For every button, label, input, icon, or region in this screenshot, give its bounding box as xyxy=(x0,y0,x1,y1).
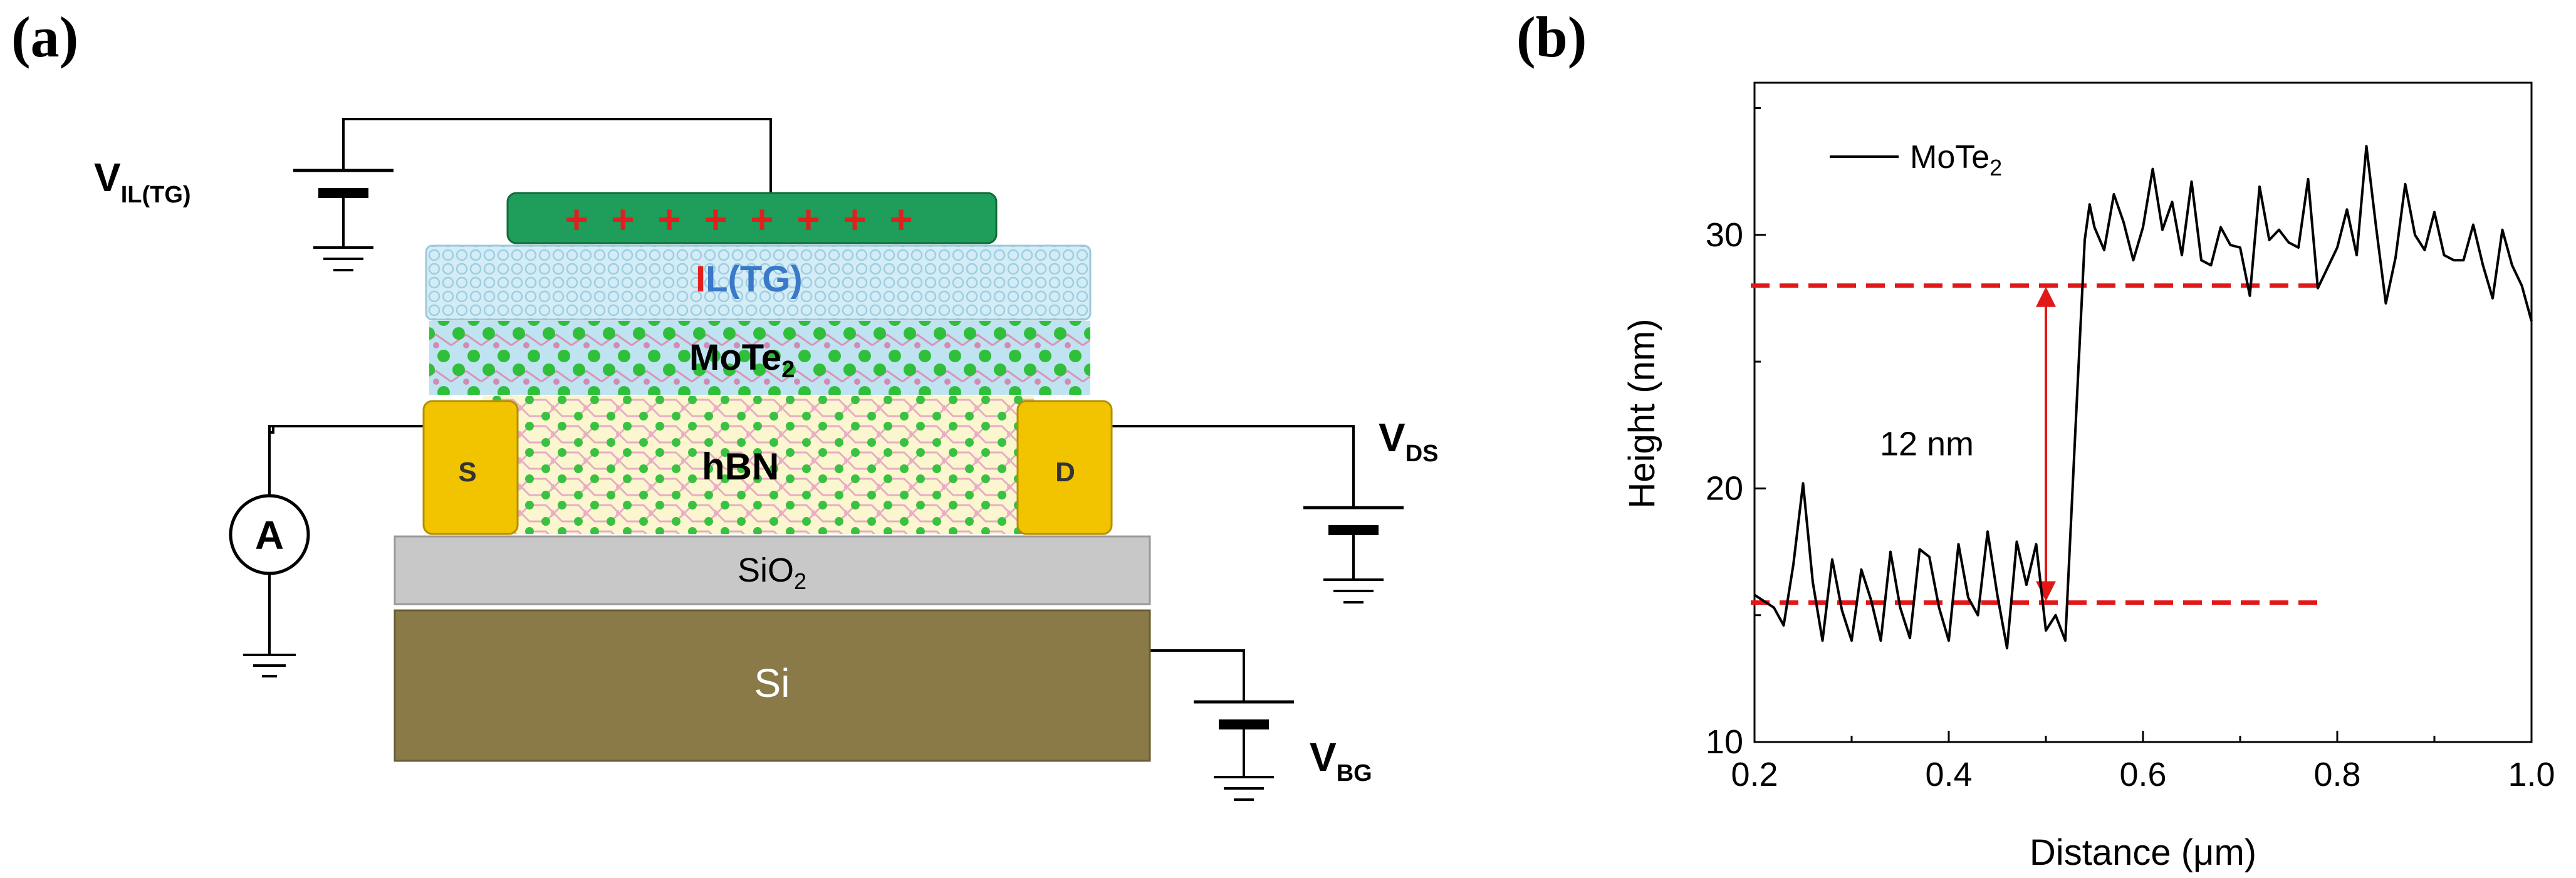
x-axis: 0.2 0.4 0.6 0.8 1.0 xyxy=(1731,731,2555,793)
v-bg-label: VBG xyxy=(1310,734,1372,787)
plus-sign: + xyxy=(704,197,727,242)
source-label: S xyxy=(458,457,476,488)
back-gate-wire xyxy=(1144,649,1245,702)
mote2-label: MoTe2 xyxy=(689,337,795,383)
v-il-tg-label: VIL(TG) xyxy=(94,155,191,208)
back-gate-battery xyxy=(1194,700,1294,801)
plus-sign: + xyxy=(796,197,820,242)
top-gate-battery xyxy=(293,169,394,271)
circuit-wires xyxy=(268,118,1355,702)
legend-label: MoTe2 xyxy=(1910,139,2002,180)
y-tick-label: 10 xyxy=(1706,723,1743,761)
legend: MoTe2 xyxy=(1830,139,2002,180)
top-gate-wire xyxy=(342,118,772,194)
si-label: Si xyxy=(754,661,790,706)
panel-a-label: (a) xyxy=(11,5,78,69)
drain-battery xyxy=(1303,506,1404,604)
plus-sign: + xyxy=(889,197,912,242)
ammeter: A xyxy=(229,494,310,575)
x-tick-label: 0.4 xyxy=(1925,756,1972,793)
arrow-head-down xyxy=(2036,581,2056,602)
y-axis-label: Height (nm) xyxy=(1622,319,1662,509)
source-wire xyxy=(268,425,424,496)
drain-wire xyxy=(1103,425,1355,508)
height-arrow xyxy=(2036,286,2056,602)
drain-contact: D xyxy=(1016,400,1113,535)
plot-frame xyxy=(1753,81,2533,743)
panel-b: (b) 0.2 0.4 0.6 0.8 1.0 10 20 30 12 nm MoTe2 D… xyxy=(1516,5,2555,873)
plus-sign: + xyxy=(750,197,773,242)
plus-sign: + xyxy=(565,197,588,242)
mote2-layer: MoTe2 xyxy=(429,321,1090,395)
x-tick-label: 0.6 xyxy=(2119,756,2166,793)
series-line-mote2 xyxy=(1753,145,2533,650)
il-tg-label: IL(TG) xyxy=(696,259,803,300)
plus-signs: + + + + + + + + xyxy=(565,197,912,242)
plus-sign: + xyxy=(611,197,634,242)
plus-sign: + xyxy=(657,197,681,242)
source-contact: S xyxy=(422,400,519,535)
x-tick-label: 0.2 xyxy=(1731,756,1778,793)
reference-lines xyxy=(1751,283,2318,605)
x-tick-label: 1.0 xyxy=(2508,756,2555,793)
sio2-label: SiO2 xyxy=(738,551,806,594)
ionic-liquid-layer: IL(TG) xyxy=(425,244,1092,321)
y-tick-label: 30 xyxy=(1706,216,1743,254)
ammeter-label: A xyxy=(255,513,284,558)
x-axis-label: Distance (μm) xyxy=(2030,832,2256,873)
y-tick-label: 20 xyxy=(1706,469,1743,507)
top-gate-electrode xyxy=(506,192,998,244)
x-tick-label: 0.8 xyxy=(2313,756,2360,793)
hbn-layer: hBN xyxy=(482,396,1034,534)
height-annotation: 12 nm xyxy=(1880,426,1974,463)
v-ds-label: VDS xyxy=(1379,415,1438,467)
panel-a: (a) VIL(TG) + + + + + + + + IL(TG) xyxy=(11,5,1438,801)
si-substrate: Si xyxy=(394,609,1151,762)
sio2-layer: SiO2 xyxy=(394,535,1151,605)
panel-b-label: (b) xyxy=(1516,5,1587,69)
ammeter-ground xyxy=(243,654,296,677)
plus-sign: + xyxy=(843,197,866,242)
hbn-label: hBN xyxy=(702,446,779,488)
y-axis: 10 20 30 xyxy=(1706,107,1766,761)
arrow-head-up xyxy=(2036,286,2056,307)
drain-label: D xyxy=(1055,457,1075,488)
